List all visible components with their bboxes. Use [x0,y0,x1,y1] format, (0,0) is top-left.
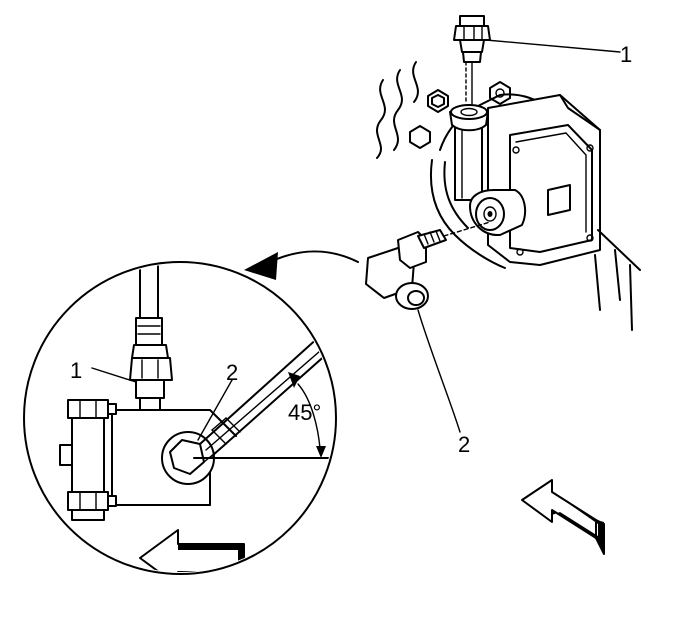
forward-direction-arrow-icon [521,479,605,555]
bracket-bolt-upper [427,89,449,113]
detail-direction-arrow-icon [139,529,245,572]
angle-label: 45° [288,400,321,425]
flange-bolt-bottom [67,491,117,511]
detail-callout-2: 2 [226,360,238,385]
curved-arrow-to-detail-icon [244,250,359,280]
upper-brake-line-fitting [453,15,491,105]
detail-view-circle: 1 2 45° [23,261,337,575]
detail-callout-1: 1 [70,358,82,383]
bracket-bolt-top [489,81,511,105]
flange-bolt-top [67,399,117,419]
master-cylinder-assembly [376,61,641,331]
lower-brake-line-fitting [365,221,491,310]
callout-2-lower: 2 [458,432,470,457]
bracket-bolt-lower [409,125,431,149]
callout-1-upper: 1 [620,42,632,67]
